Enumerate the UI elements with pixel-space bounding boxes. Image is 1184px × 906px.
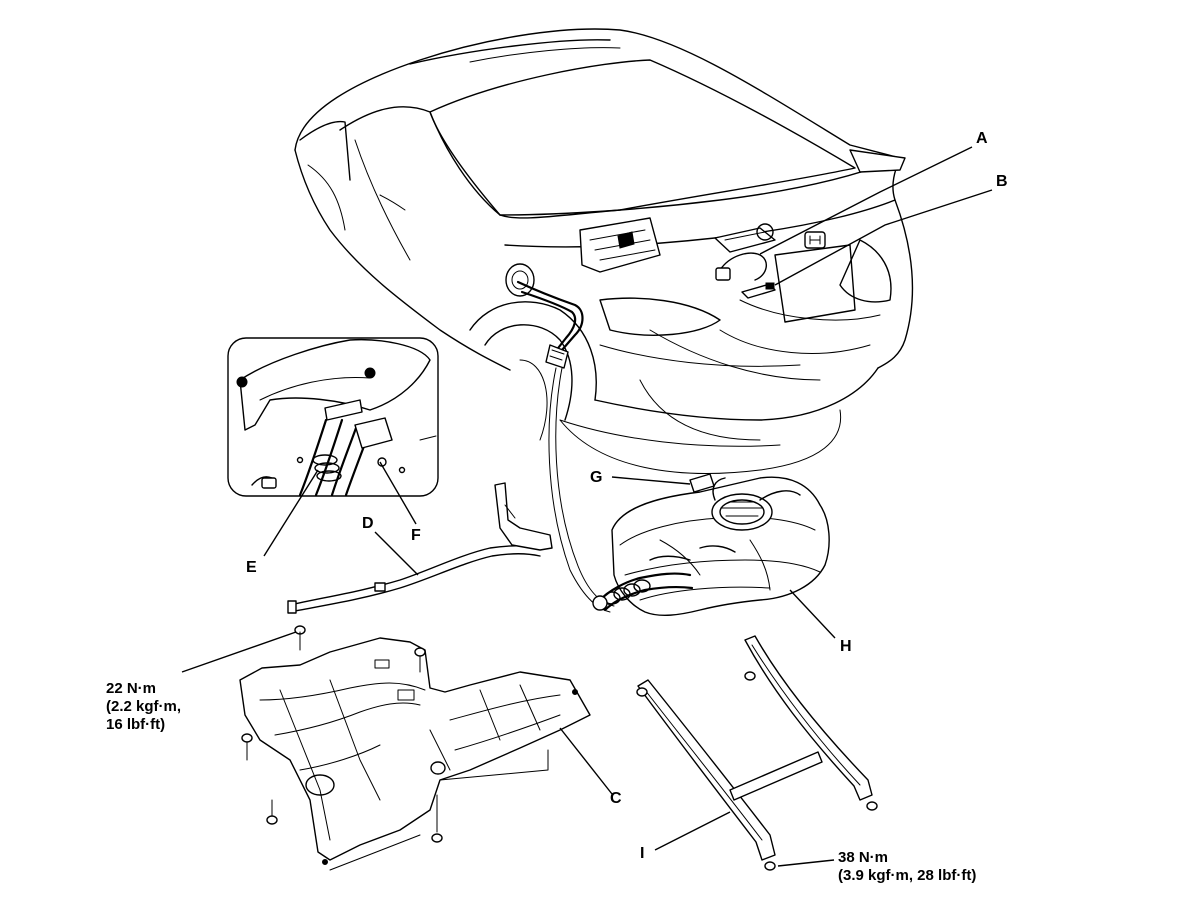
fuel-tank: [592, 473, 830, 617]
rear-bracket-hose: [287, 482, 553, 614]
torque-left-line3: 16 lbf·ft): [106, 716, 165, 733]
inset-detail: [227, 337, 439, 497]
torque-right-line1: 38 N·m: [838, 849, 888, 866]
torque-spec-left: 22 N·m (2.2 kgf·m, 16 lbf·ft): [106, 680, 181, 733]
callout-h: H: [840, 638, 852, 655]
callout-d: D: [362, 515, 374, 532]
leader-lines: [181, 146, 993, 867]
fuel-tank-straps: [636, 635, 878, 871]
torque-spec-right: 38 N·m (3.9 kgf·m, 28 lbf·ft): [838, 849, 976, 884]
fuel-filler-neck: [516, 280, 615, 613]
callout-c: C: [610, 790, 622, 807]
torque-right-line2: (3.9 kgf·m, 28 lbf·ft): [838, 867, 976, 884]
torque-left-line2: (2.2 kgf·m,: [106, 698, 181, 715]
callout-g: G: [590, 469, 602, 486]
callout-b: B: [996, 173, 1008, 190]
torque-left-line1: 22 N·m: [106, 680, 156, 697]
under-cover: [239, 625, 591, 871]
callout-labels: A B G D F E H C I: [246, 130, 1008, 862]
strap-bolts: [636, 671, 878, 871]
callout-e: E: [246, 559, 257, 576]
callout-f: F: [411, 527, 421, 544]
under-cover-bolts: [241, 625, 578, 865]
callout-i: I: [640, 845, 644, 862]
callout-a: A: [976, 130, 988, 147]
car-body: [294, 28, 914, 474]
